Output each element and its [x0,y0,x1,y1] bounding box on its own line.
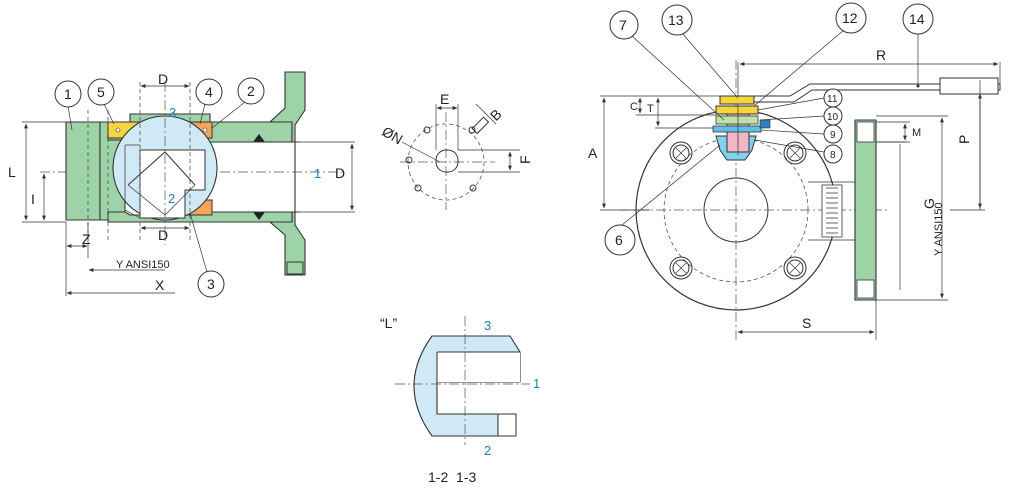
callout-9: 9 [830,130,836,141]
l-port-diagram: “L” 3 1 2 1-2 1-3 [380,315,540,485]
dim-S: S [802,315,811,331]
dim-C: C [630,101,638,113]
callout-14: 14 [909,11,925,27]
callout-4: 4 [205,84,213,100]
dim-L: L [8,164,16,180]
port-3-label: 3 [169,105,176,120]
side-view: R A C T M P G Y ANSI150 S [588,2,1001,340]
side-flange [854,119,877,301]
callout-5: 5 [97,84,105,100]
packing-9 [712,125,762,133]
dim-Z: Z [82,231,91,247]
dim-y-ansi: Y ANSI150 [116,259,170,271]
dim-G: G [921,198,937,209]
section-view: L I Z Y ANSI150 X D D D 3 2 1 1 [8,71,355,298]
dim-M: M [912,127,921,139]
dim-D-bottom: D [158,227,168,243]
l-port-3: 3 [484,318,491,333]
dim-X: X [155,277,165,293]
dim-I: I [31,191,35,207]
bolt-top-left [669,141,693,165]
nut-yellow-top [719,95,755,105]
l-port-caption: 1-2 1-3 [428,469,476,485]
handle-grip [939,77,999,95]
bolt-bottom-left [669,256,693,280]
bolt-top-right [783,141,807,165]
callout-13: 13 [668,12,684,28]
l-port-title: “L” [380,315,397,331]
dim-P: P [956,135,972,144]
dim-E: E [440,91,449,107]
callout-1: 1 [64,86,72,102]
port-2-label: 2 [168,191,175,206]
port-1-label: 1 [314,166,321,181]
callout-6: 6 [615,232,623,248]
handle-lever [737,83,1001,103]
callout-7: 7 [619,17,627,33]
l-port-1: 1 [533,376,540,391]
callout-8: 8 [830,150,836,161]
callout-10: 10 [827,112,839,123]
bolt-bottom-right [783,256,807,280]
dim-F: F [517,155,533,164]
right-flange [268,71,306,276]
flange-detail: E B F ØN [379,91,533,210]
nut-yellow-mid [715,105,759,115]
callout-3: 3 [207,276,215,292]
dim-D-top: D [158,71,168,87]
dim-ON: ØN [379,123,405,147]
callout-2: 2 [247,83,255,99]
l-port-2: 2 [484,443,491,458]
dim-R: R [876,47,886,63]
dim-T: T [647,103,654,115]
left-end-cap [65,121,101,221]
callout-12: 12 [842,10,858,26]
dim-D-right: D [335,165,345,181]
dim-B: B [487,106,505,124]
dim-y-ansi-side: Y ANSI150 [933,202,945,256]
dim-A: A [588,145,598,161]
callout-11: 11 [827,94,838,105]
